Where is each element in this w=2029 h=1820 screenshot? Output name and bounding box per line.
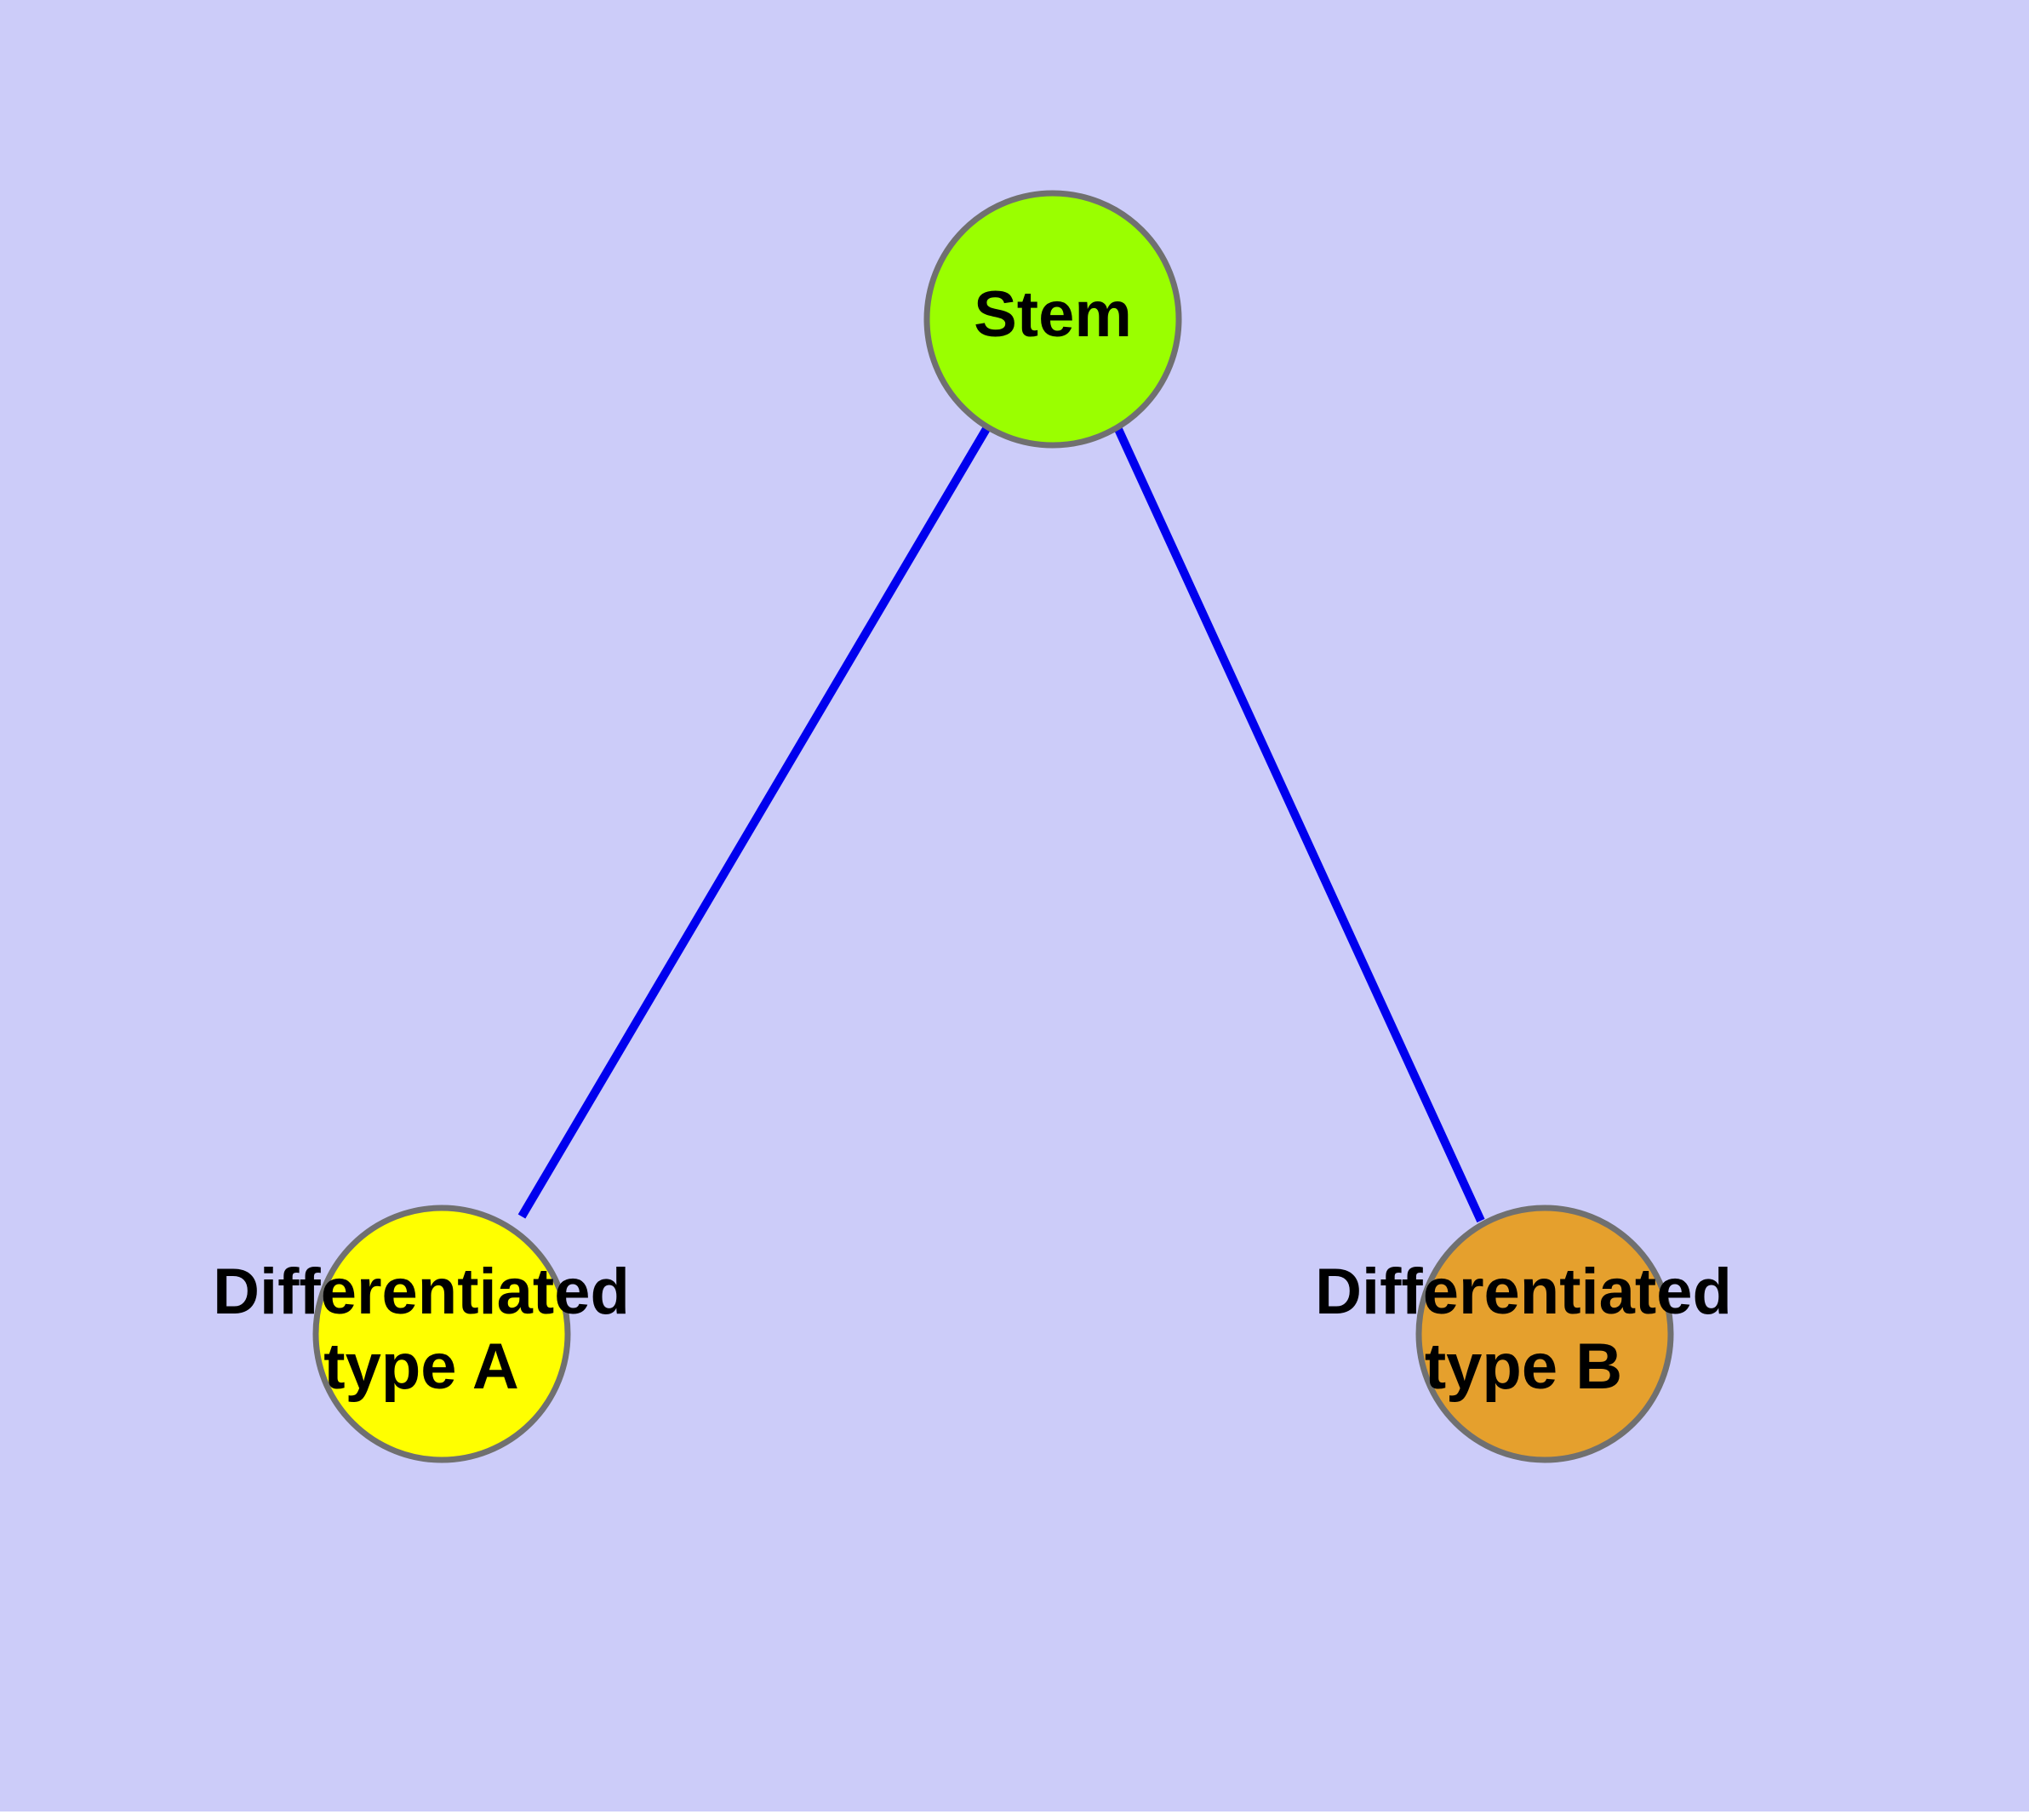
node-label-stem: Stem	[974, 278, 1132, 351]
node-label-line: Differentiated	[213, 1256, 630, 1328]
node-circle-stem[interactable]	[923, 190, 1182, 449]
node-label-line: Stem	[974, 278, 1132, 351]
edges-group	[517, 425, 1485, 1223]
node-label-line: type A	[323, 1331, 518, 1403]
node-label-line: Differentiated	[1315, 1256, 1732, 1328]
edge-stem-diff-b[interactable]	[1113, 425, 1485, 1223]
edge-stem-diff-a[interactable]	[517, 425, 992, 1219]
node-circle-diff-b[interactable]	[1415, 1205, 1674, 1463]
node-stem[interactable]: Stem	[923, 190, 1182, 449]
node-label-line: type B	[1425, 1331, 1622, 1403]
node-circle-diff-a[interactable]	[312, 1205, 571, 1463]
